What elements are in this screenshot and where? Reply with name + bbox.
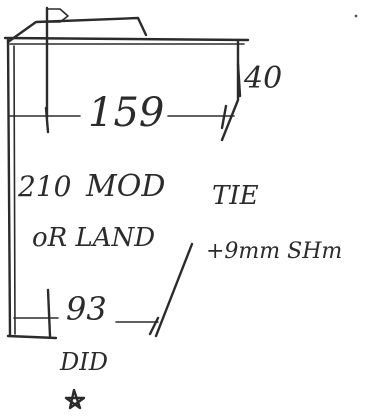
- star-mark-icon: [64, 388, 86, 410]
- right-edge: [154, 38, 240, 338]
- tie-detail-label: +9mm SHm: [206, 239, 342, 264]
- dimension-bottom: [13, 288, 160, 338]
- label-line-1: MOD: [85, 169, 165, 204]
- dimension-bottom-label: 93: [66, 290, 107, 328]
- dimension-side-label: 40: [243, 61, 282, 96]
- flag-pole: [45, 6, 69, 120]
- tie-label: TIE: [212, 181, 259, 211]
- label-line-2: oR LAND: [32, 223, 155, 253]
- dimension-height-label: 210: [17, 170, 71, 203]
- roof-outline: [3, 16, 250, 45]
- dimension-side: [236, 62, 242, 98]
- bottom-note: DID: [59, 348, 108, 376]
- pencil-dot: [354, 14, 358, 18]
- dimension-top: [9, 104, 235, 134]
- left-wall: [6, 38, 58, 340]
- dimension-top-label: 159: [88, 90, 164, 136]
